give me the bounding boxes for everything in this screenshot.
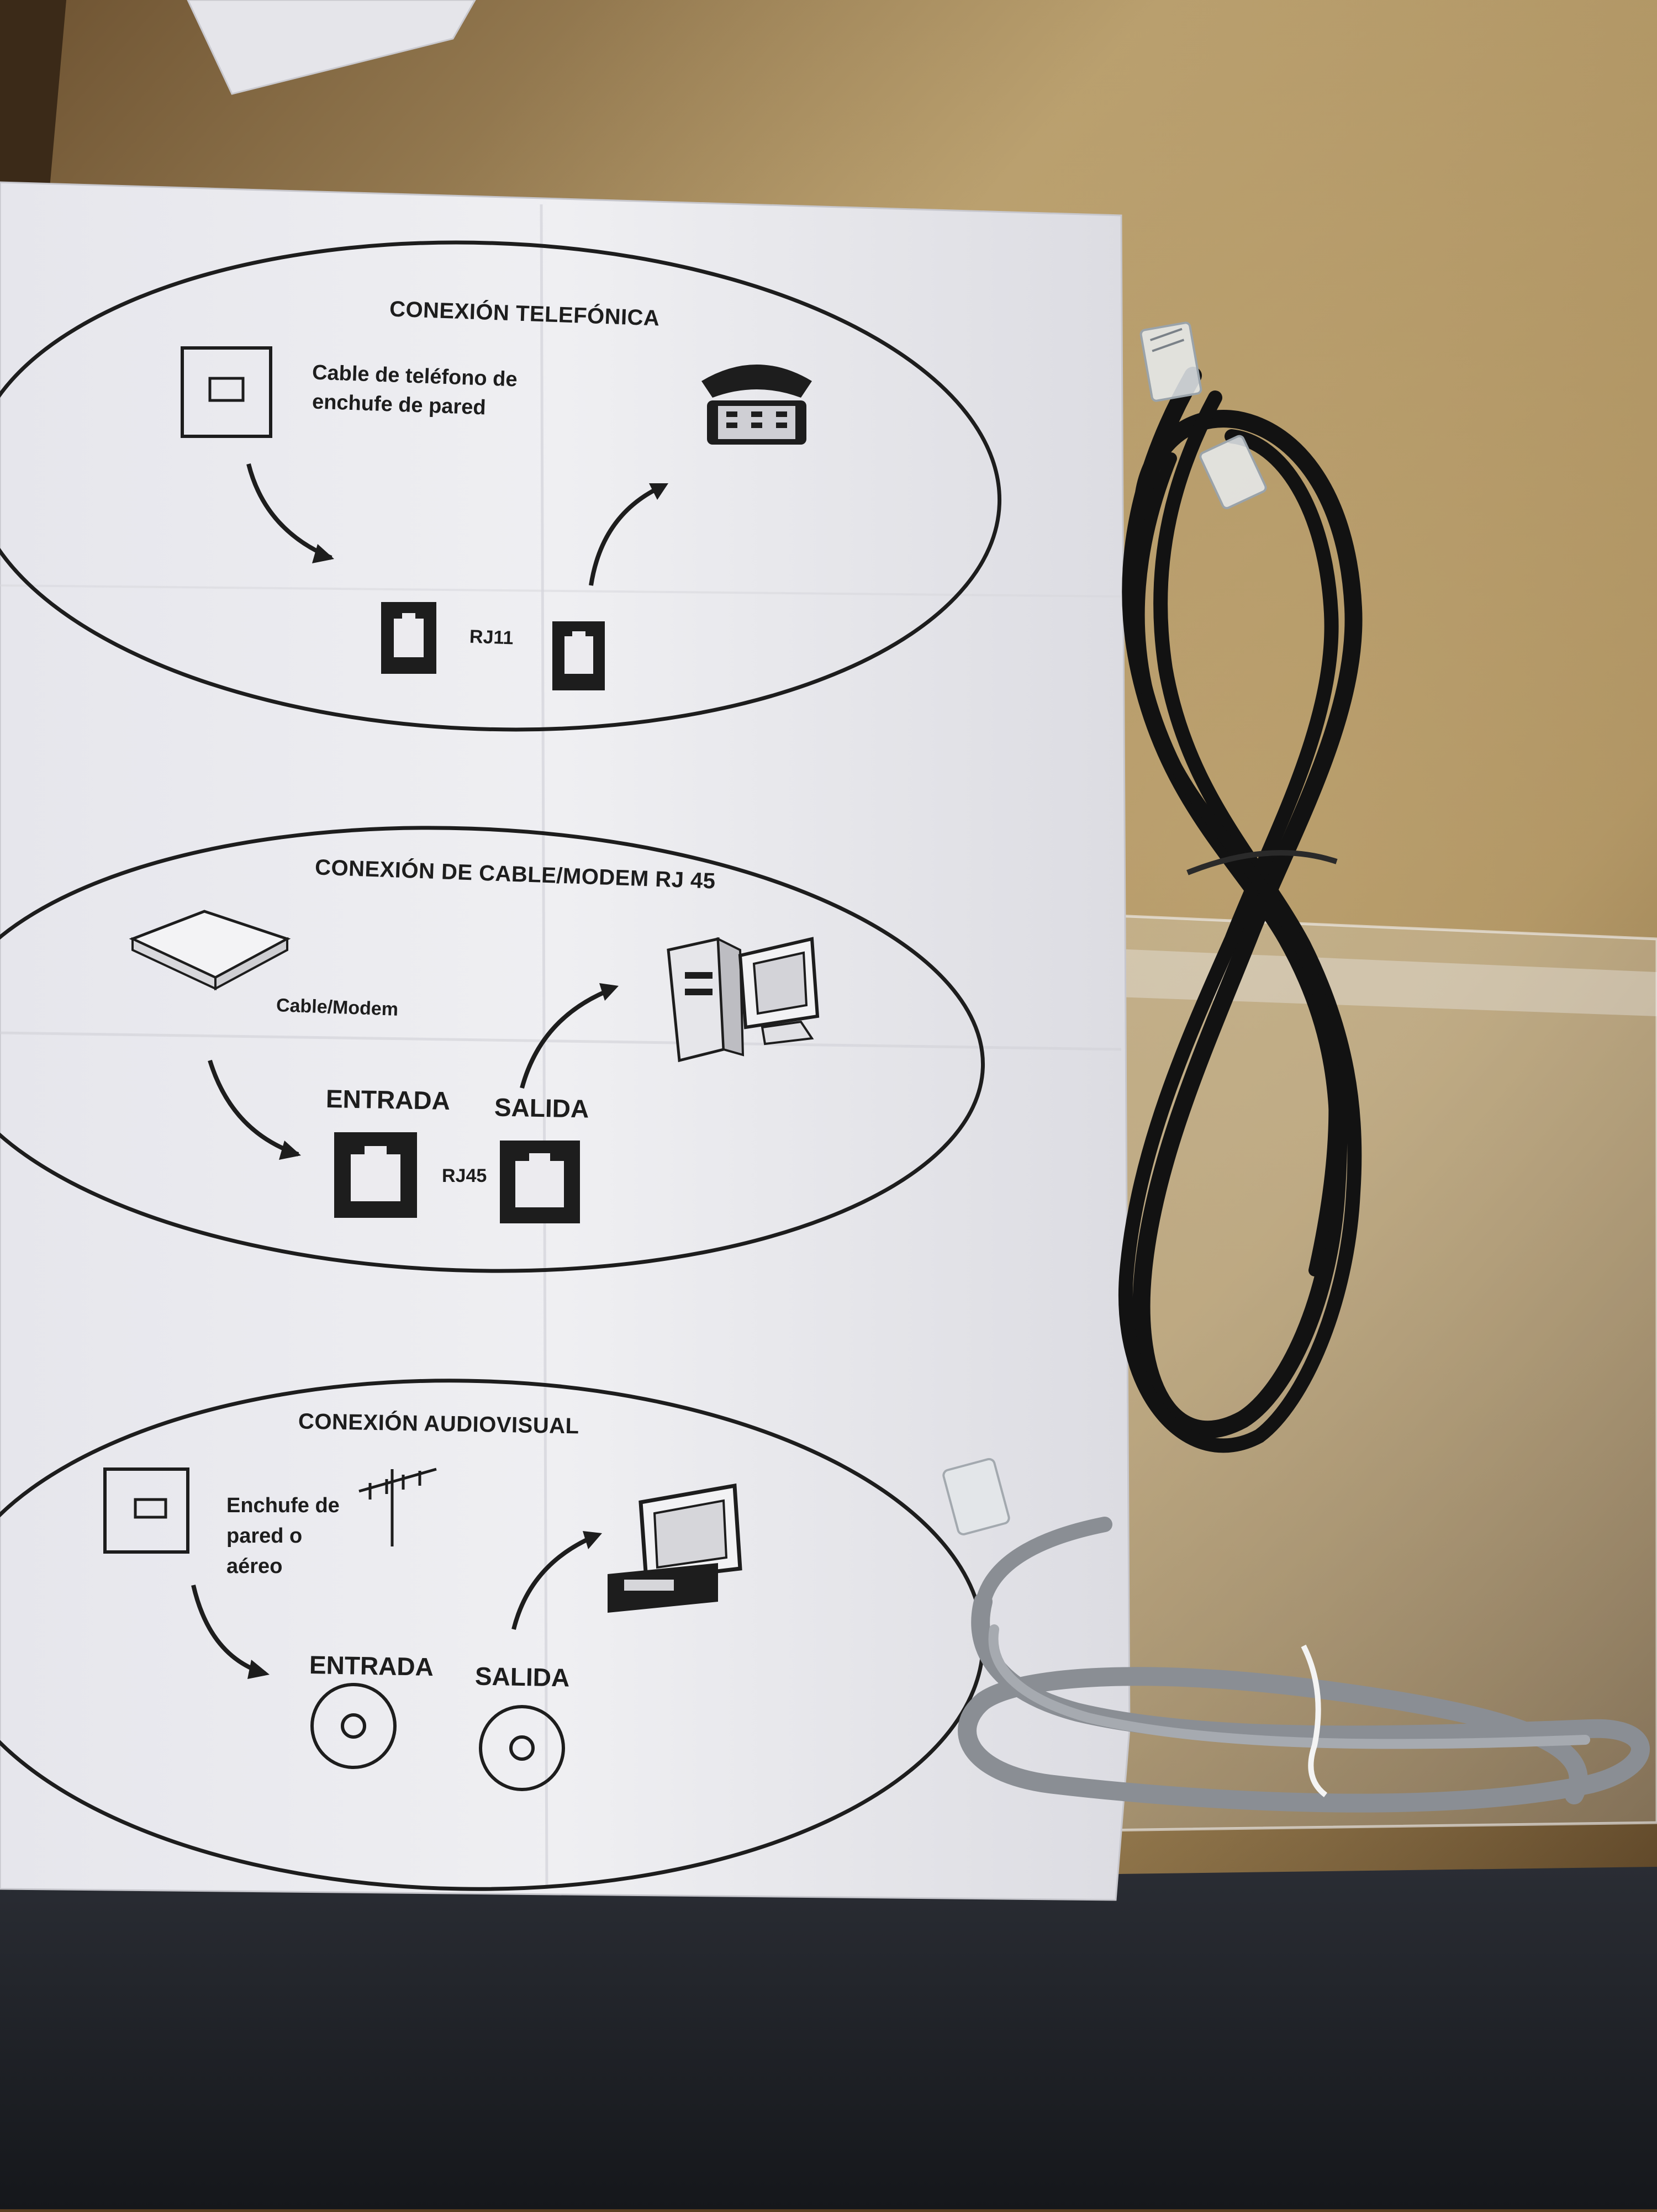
- rj11-port-icon: [552, 621, 605, 690]
- black-cable: [1118, 367, 1363, 1453]
- cable-tie: [1186, 850, 1338, 875]
- rj11-connector-icon: [1139, 321, 1202, 402]
- section-3-title: CONEXIÓN AUDIOVISUAL: [298, 1409, 579, 1439]
- sheet-fold-horizontal: [0, 1031, 1122, 1051]
- section-1-port-label: RJ11: [469, 626, 514, 649]
- floor-shadow: [0, 1867, 1657, 2209]
- section-2-output-label: SALIDA: [494, 1092, 589, 1123]
- computer-icon: [667, 937, 820, 1063]
- rj11-connector-icon: [942, 1458, 1010, 1535]
- section-2-source-label: Cable/Modem: [276, 995, 399, 1020]
- antenna-icon: [358, 1467, 437, 1546]
- rj45-port-icon: [500, 1141, 580, 1223]
- arrow-icon: [246, 463, 333, 560]
- section-2-input-label: ENTRADA: [325, 1084, 451, 1115]
- tv-vcr-icon: [608, 1483, 742, 1613]
- left-shadow: [0, 0, 66, 199]
- arrow-icon: [520, 986, 614, 1089]
- wall-socket-icon: [181, 346, 272, 438]
- grey-cable: [958, 1517, 1650, 1813]
- rj11-connector-icon: [1199, 435, 1267, 509]
- section-3-source-label-line-2: pared o: [226, 1524, 303, 1548]
- top-paper-corner: [187, 0, 476, 95]
- section-3-source-label-line-1: Enchufe de: [226, 1494, 340, 1517]
- sheet-fold-horizontal-2: [0, 584, 1122, 598]
- section-3-input-label: ENTRADA: [309, 1650, 434, 1681]
- cable-tie: [1301, 1644, 1328, 1797]
- section-2-ellipse: [0, 826, 985, 1273]
- arrow-icon: [511, 1533, 598, 1630]
- section-1-ellipse: [0, 240, 1002, 732]
- section-3-source-label-line-3: aéreo: [226, 1555, 283, 1578]
- modem-icon: [129, 910, 291, 991]
- wall-socket-icon: [103, 1467, 189, 1554]
- section-3-output-label: SALIDA: [474, 1661, 570, 1692]
- arrow-icon: [589, 484, 664, 586]
- coax-output-icon: [479, 1705, 565, 1791]
- rj11-port-icon: [381, 602, 436, 674]
- telephone-icon: [701, 365, 812, 445]
- rj45-port-icon: [334, 1132, 417, 1218]
- sheet-fold-vertical: [540, 204, 548, 1889]
- section-2-port-label: RJ45: [442, 1165, 487, 1186]
- coax-input-icon: [310, 1683, 397, 1769]
